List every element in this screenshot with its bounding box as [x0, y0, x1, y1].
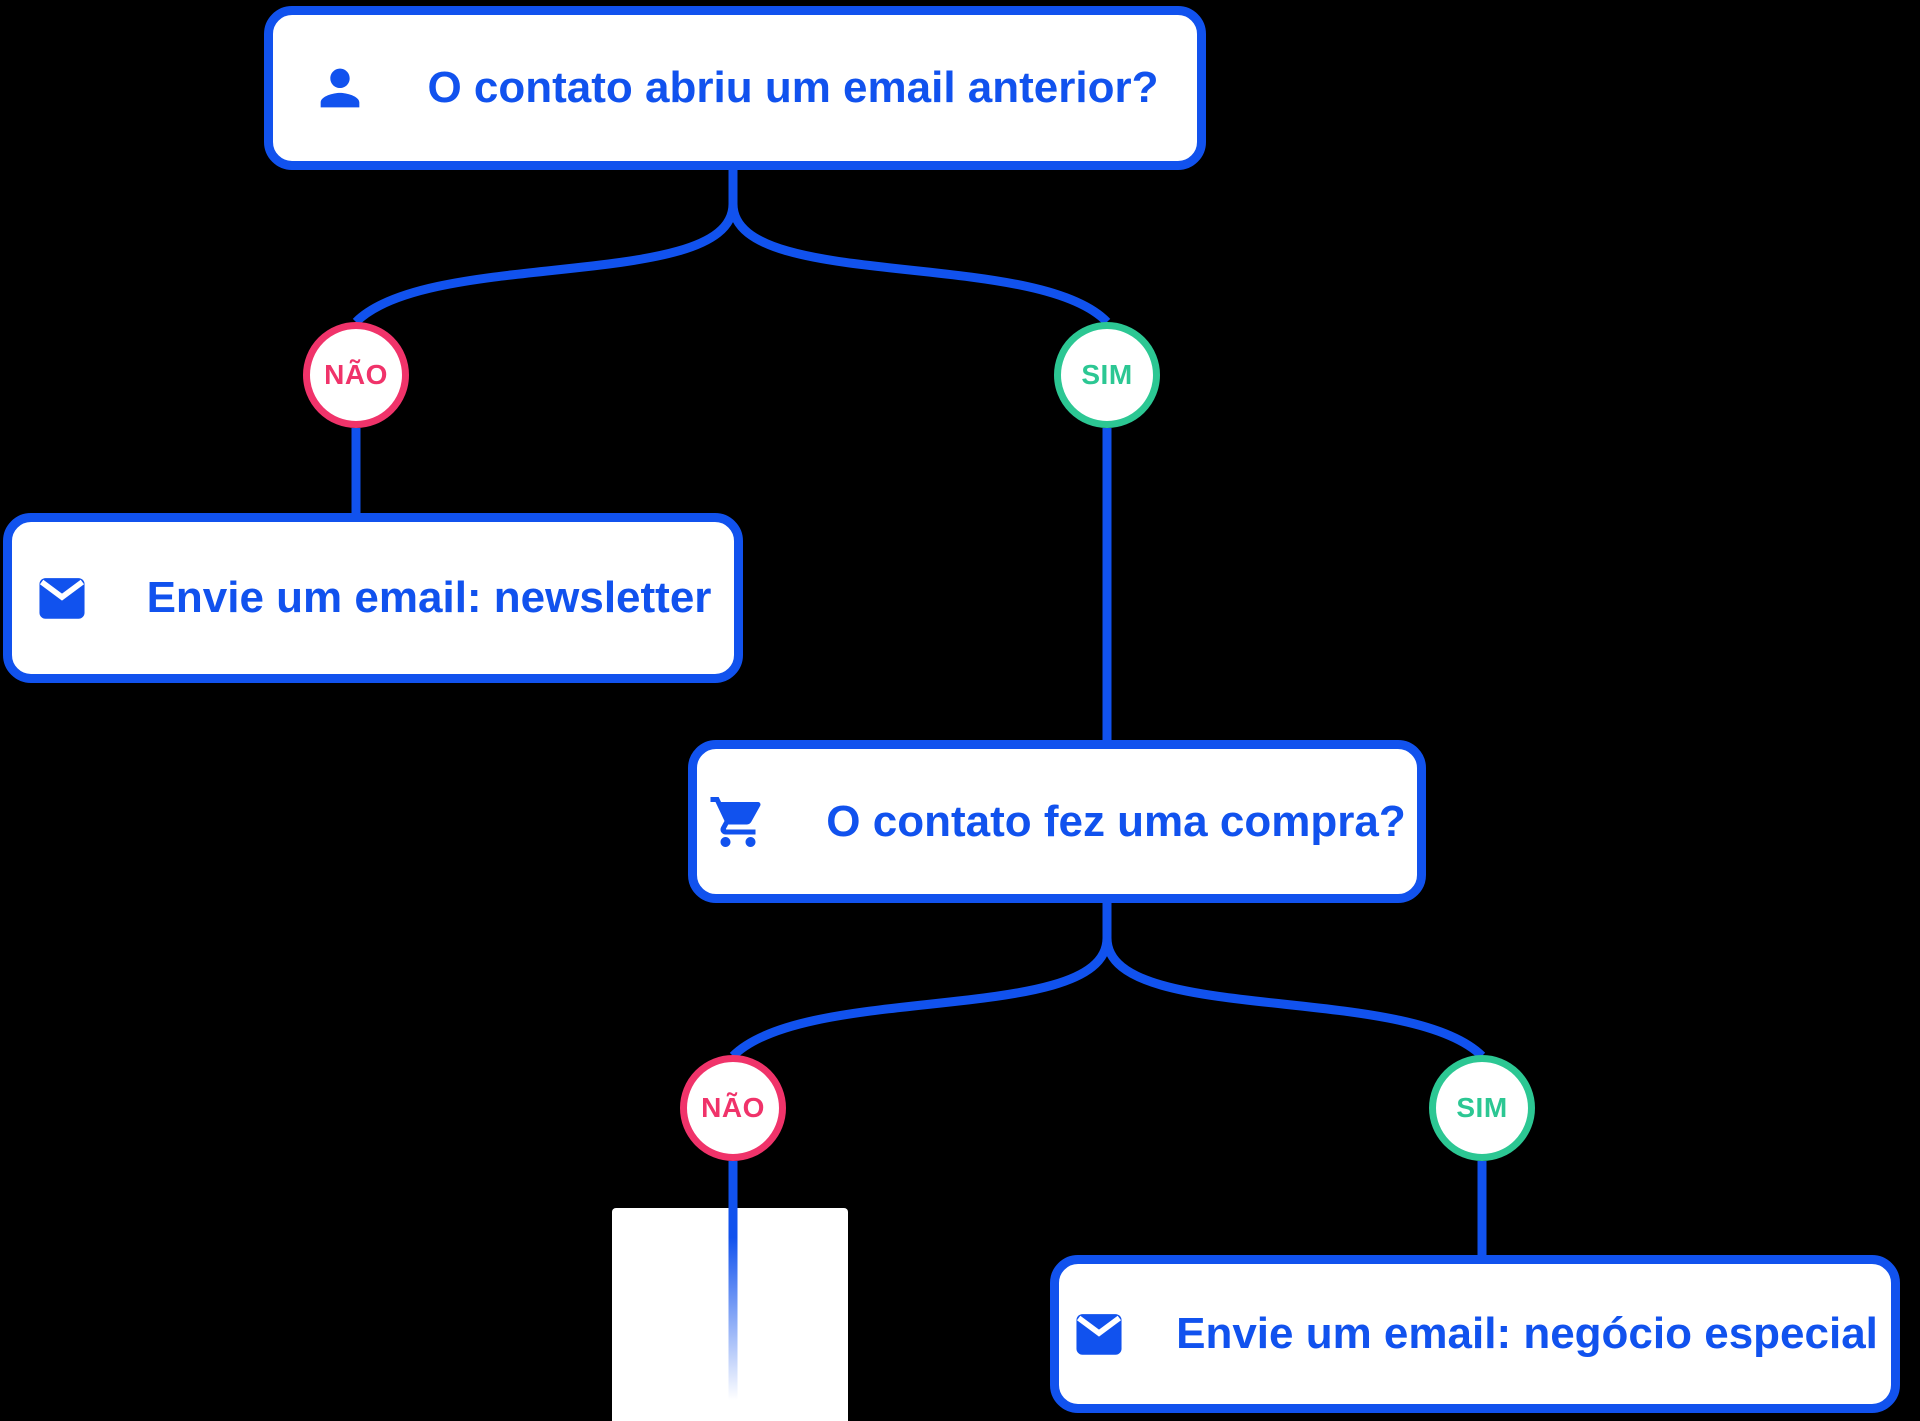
connector-q2-to-no2 — [729, 937, 1112, 1060]
branch-badge-yes-1: SIM — [1054, 322, 1160, 428]
action-node-send-newsletter[interactable]: Envie um email: newsletter — [3, 513, 743, 683]
branch-badge-label: SIM — [1456, 1092, 1508, 1123]
branch-badge-label: SIM — [1081, 359, 1133, 390]
branch-badge-label: NÃO — [324, 359, 388, 390]
person-icon — [311, 59, 369, 117]
branch-badge-no-1: NÃO — [303, 322, 409, 428]
branch-badge-yes-2: SIM — [1429, 1055, 1535, 1161]
branch-badge-no-2: NÃO — [680, 1055, 786, 1161]
email-icon — [35, 572, 89, 624]
question-node-made-purchase[interactable]: O contato fez uma compra? — [688, 740, 1426, 903]
connector-q1-to-no1 — [352, 203, 738, 326]
cart-icon — [708, 792, 768, 852]
node-label: Envie um email: newsletter — [146, 573, 712, 622]
branch-badge-label: NÃO — [701, 1092, 765, 1123]
node-label: O contato abriu um email anterior? — [427, 63, 1159, 112]
node-label: Envie um email: negócio especial — [1176, 1309, 1878, 1358]
connector-q1-to-yes1 — [728, 203, 1111, 326]
node-label: O contato fez uma compra? — [826, 796, 1406, 846]
connector-q2-to-yes2 — [1102, 937, 1486, 1060]
question-node-email-opened[interactable]: O contato abriu um email anterior? — [264, 6, 1206, 170]
action-node-send-special-deal[interactable]: Envie um email: negócio especial — [1050, 1255, 1900, 1413]
email-icon — [1072, 1308, 1126, 1360]
